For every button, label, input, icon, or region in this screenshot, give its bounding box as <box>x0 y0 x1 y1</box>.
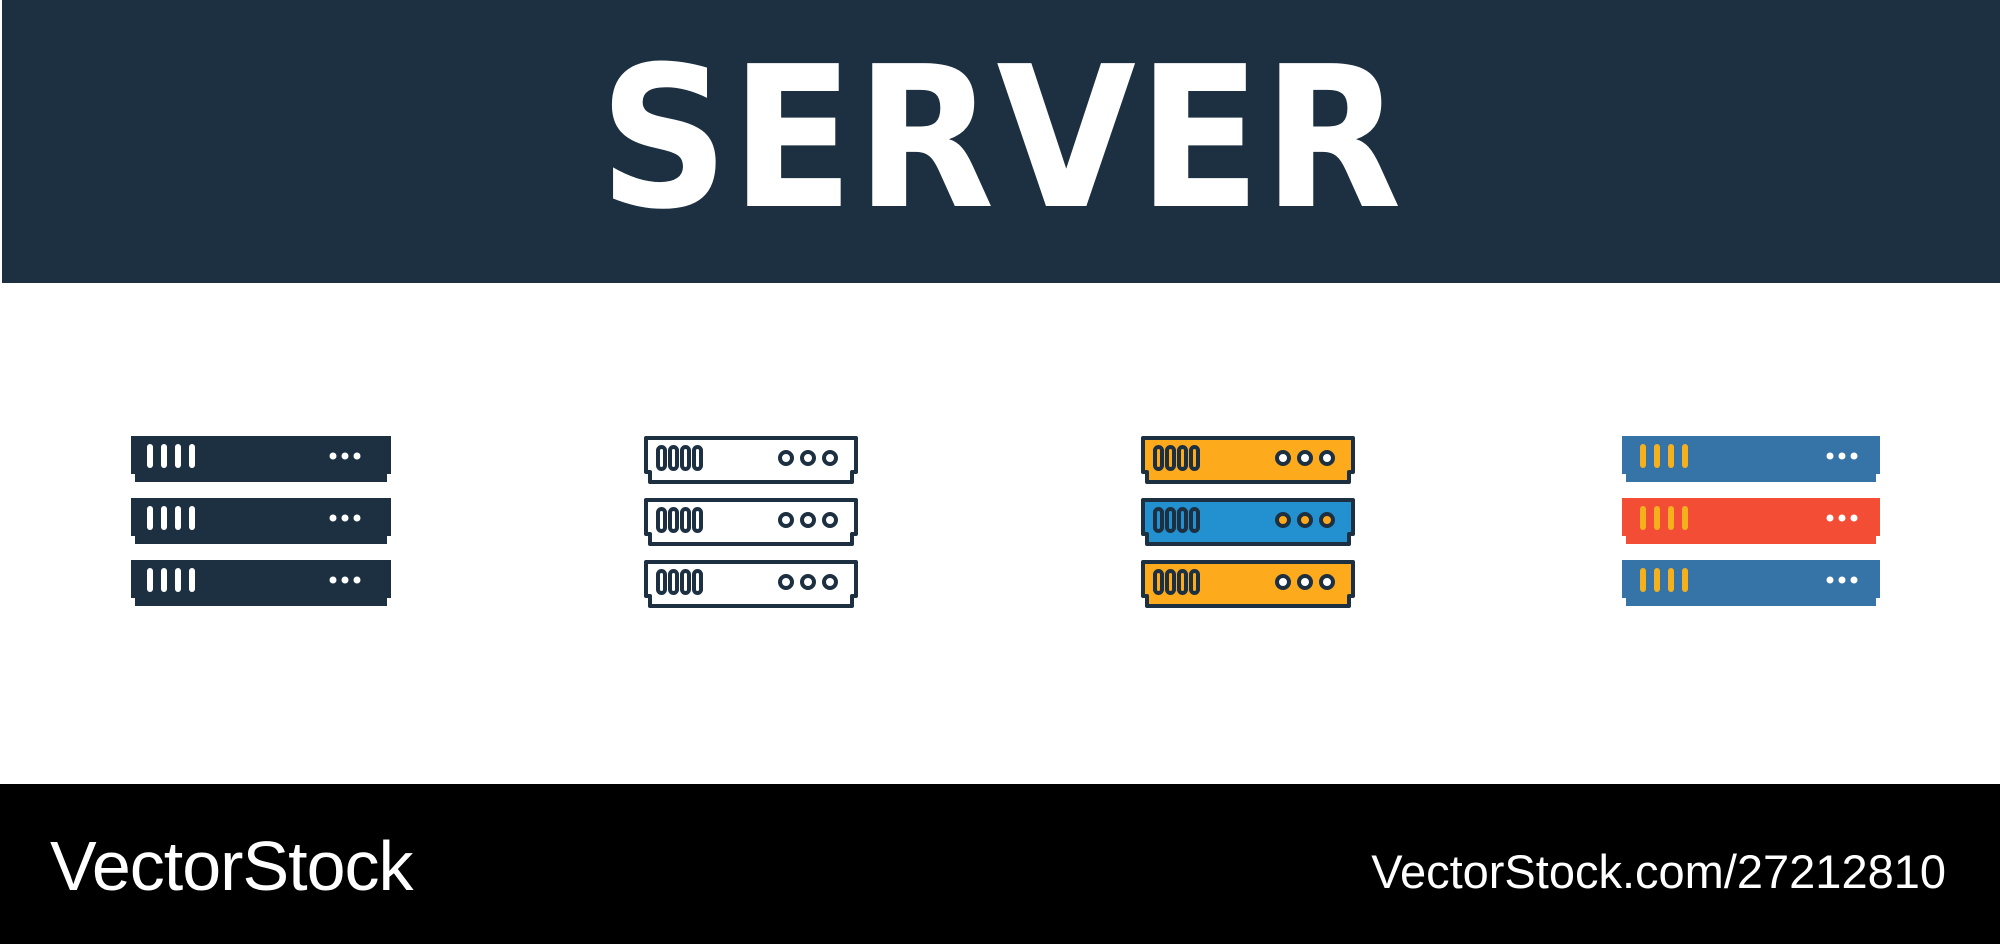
footer-bar: VectorStock VectorStock.com/27212810 <box>0 784 2000 944</box>
server-icon-filled-outline <box>1135 436 1411 628</box>
server-icon-glyph <box>123 436 399 628</box>
image-url: VectorStock.com/27212810 <box>1371 845 1946 898</box>
icon-set <box>0 283 2000 783</box>
title-banner: SERVER <box>2 0 2000 283</box>
page-title: SERVER <box>598 24 1404 253</box>
server-icon-outline <box>638 436 914 628</box>
brand-logo: VectorStock <box>50 827 414 905</box>
server-icon-flat <box>1620 436 1896 628</box>
